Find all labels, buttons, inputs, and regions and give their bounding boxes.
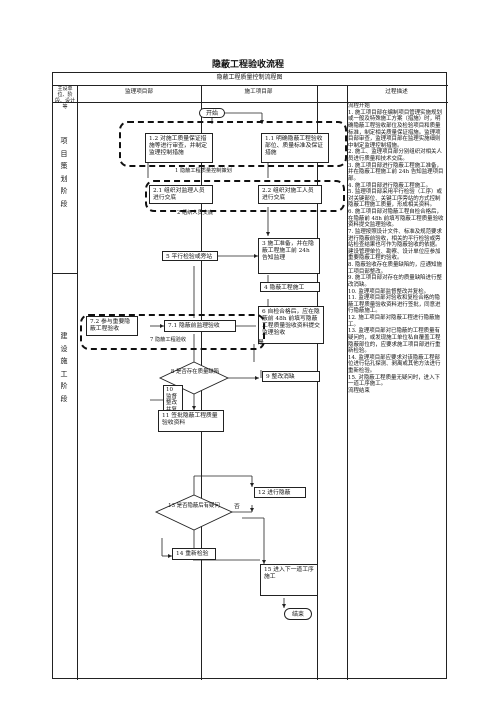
phase-construction: 建设施工阶段 [60,332,68,403]
desc-item: 13. 监理项目部对已隐蔽的工程质量有疑问的，或发现施工单位私自覆盖工程隐蔽部位… [348,328,441,355]
header-process: 过程描述 [385,89,408,95]
acceptance-dashed-group [80,314,265,350]
node-5: 5 平行检验或旁站 [162,251,218,261]
process-description: 流程开始 1. 施工项目部在编制项目管理实施规划或一般及特殊施工方案（措施）时，… [348,103,445,577]
desc-item: 流程开始 [348,103,370,109]
node-2-label: 2 组织人员交底 [177,210,214,216]
node-1-1: 1.1 明确隐蔽工程验收部位、质量标准及保证措施 [261,133,329,163]
node-2-2: 2.2 组织对施工人员进行交底 [258,185,322,204]
label-no-2: 否 [234,504,240,510]
desc-item: 5. 监理项目部采用平行检验（工序）或对关键部位、关键工序旁站的方式控制隐蔽工程… [348,189,442,209]
desc-item: 2. 施工、监理项目部分别组织对相关人员进行质量和技术交底。 [348,149,442,162]
desc-item: 1. 施工项目部在编制项目管理实施规划或一般及特殊施工方案（措施）时，明确隐蔽工… [348,109,442,149]
disclosure-dashed-group [145,180,345,212]
node-2-1: 2.1 组织对监理人员进行交底 [149,185,213,204]
desc-item: 8. 隐蔽验收存在质量缺陷的，应通知施工项目部整改。 [348,262,442,275]
node-10: 10 监督整改并复检 [163,385,183,415]
node-7-2: 7.2 参与重要隐蔽工程验收 [86,316,138,336]
table-title: 隐蔽工程质量控制流程图 [216,74,283,81]
node-1-label: 1 隐蔽工程质量控制策划 [175,168,232,174]
node-6: 6 自检合格后，应在隐蔽前 48h 前填写隐蔽工程质量验收资料提交监理验收 [258,306,324,344]
planning-dashed-group [119,121,347,167]
phase-planning: 项目策划阶段 [60,137,68,208]
desc-item: 12. 施工项目部对隐蔽工程进行隐蔽施工。 [348,315,440,328]
node-7-label: 7 隐蔽工程验收 [150,337,187,343]
node-9: 9 整改消缺 [262,371,320,382]
end-node: 结束 [284,608,312,620]
desc-item: 3. 施工项目部进行隐蔽工程施工准备，并在隐蔽工程施工前 24h 告知监理项目部… [348,162,444,182]
desc-item: 15. 对隐蔽工程质量无疑问时，进入下一道工序施工。 [348,374,440,388]
desc-item: 6. 施工项目部对隐蔽工程自检合格后，在隐蔽前 48h 前填写隐蔽工程质量验收资… [348,209,444,229]
node-12: 12 进行隐蔽 [254,487,306,498]
start-node: 开始 [199,108,225,118]
desc-item: 14. 监理项目部应要求对该隐蔽工程部位进行钻孔探测、剥离或其他方法进行重新检验… [348,354,441,374]
header-construction: 施工项目部 [244,89,273,95]
desc-item: 10. 监理项目部监督整改并复检。 [348,288,430,295]
label-yes: 是 [258,340,264,346]
node-15: 15 进入下一道工序施工 [260,564,318,596]
decision-diamond-13 [154,494,234,531]
page-title: 隐蔽工程验收流程 [211,60,284,70]
header-supervision: 监理项目部 [125,89,153,95]
node-7-1: 7.1 隐蔽前监理验收 [164,320,236,332]
desc-item: 9. 施工项目部对存在的质量缺陷进行整改消缺。 [348,275,442,288]
header-unit: 主设单位、阶段、设计等 [54,86,75,110]
desc-item: 7. 监理按照设计文件、标准及规范要求进行隐蔽前验收，相关的平行检验或旁站检查结… [348,228,442,262]
node-14: 14 重新检验 [172,548,216,560]
desc-item: 4. 施工项目部进行隐蔽工程施工。 [348,182,432,189]
node-3: 3 施工准备，并在隐蔽工程施工前 24h 告知监理 [258,238,320,274]
node-11: 11 签批隐蔽工程质量验收资料 [158,410,224,432]
node-8: 8 是否存在质量缺陷 [170,369,220,375]
node-4: 4 隐蔽工程施工 [260,282,320,292]
desc-item: 11. 监理项目部对验收和复检合格的隐蔽工程质量验收资料进行签批，同意进行隐蔽施… [348,295,441,315]
node-13: 13 是否隐蔽后有疑问 [168,503,220,509]
node-1-2: 1.2 对施工质量保证措施等进行审查，并制定监理控制措施 [145,133,213,163]
desc-item: 流程结束 [348,387,370,394]
